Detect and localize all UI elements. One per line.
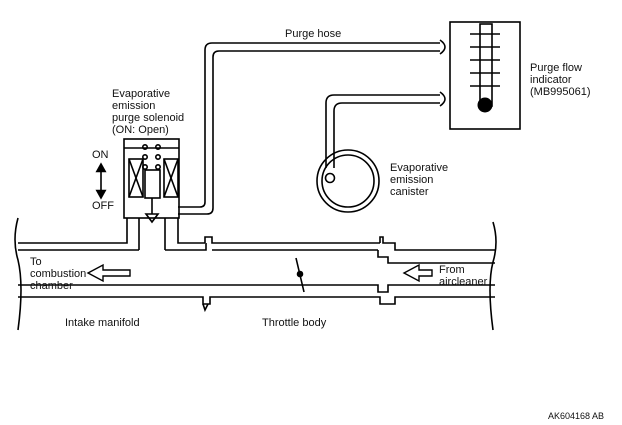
- on-label: ON: [92, 149, 109, 161]
- indicator-fitting-upper: [439, 39, 446, 55]
- figure-code: AK604168 AB: [548, 411, 605, 421]
- purge-hose-inner: [178, 50, 440, 215]
- canister-inner: [321, 154, 375, 208]
- purge-hose-label: Purge hose: [285, 28, 342, 40]
- indicator-float: [477, 97, 493, 113]
- canister-outer: [316, 149, 380, 213]
- arrow-to-combustion: [86, 263, 131, 283]
- right-break: [489, 221, 497, 331]
- indicator-fitting-lower: [439, 91, 446, 107]
- purge-flow-indicator-label: Purge flow indicator (MB995061): [530, 62, 591, 98]
- from-aircleaner-label: From aircleaner: [439, 264, 488, 288]
- manifold-bottom-wall: [18, 284, 495, 293]
- canister-port: [324, 172, 336, 184]
- purge-flow-indicator: [449, 21, 521, 130]
- canister-hose: [325, 94, 440, 168]
- off-label: OFF: [92, 200, 114, 212]
- throttle-body-label: Throttle body: [262, 317, 327, 329]
- canister-label: Evaporative emission canister: [390, 162, 449, 198]
- indicator-tube: [479, 23, 493, 107]
- canister-hose-inner: [333, 102, 440, 168]
- on-off-arrow: [95, 162, 107, 200]
- arrow-from-aircleaner: [402, 263, 433, 283]
- to-combustion-label: To combustion chamber: [30, 256, 87, 292]
- solenoid-label: Evaporative emission purge solenoid (ON:…: [112, 88, 185, 136]
- solenoid-valve: [144, 213, 160, 224]
- intake-manifold-label: Intake manifold: [65, 317, 140, 329]
- solenoid-body: [123, 138, 180, 219]
- purge-hose: [178, 42, 440, 208]
- left-break: [14, 217, 22, 331]
- solenoid-plunger: [144, 169, 161, 199]
